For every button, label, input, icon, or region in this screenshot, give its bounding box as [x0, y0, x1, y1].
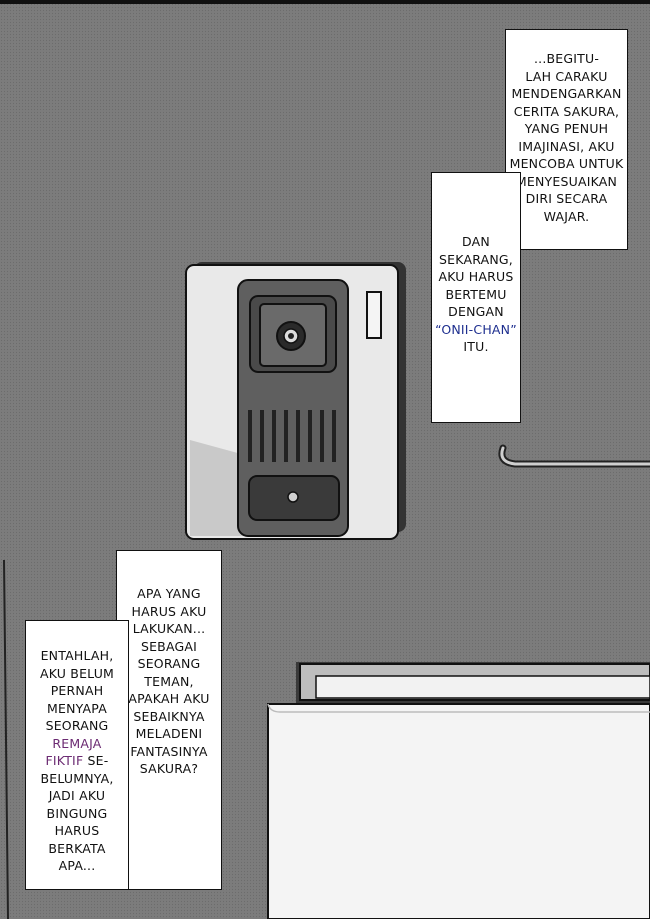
- caption-line: MENCOBA UNTUK: [509, 156, 624, 171]
- caption-line: APA...: [58, 858, 96, 873]
- caption-line: SEBAIKNYA: [133, 708, 205, 724]
- caption-line: MENDENGARKAN: [511, 86, 622, 101]
- caption-line: SAKURA?: [139, 761, 199, 776]
- caption-line: APAKAH AKU: [128, 691, 210, 706]
- intercom-device: [185, 262, 406, 540]
- caption-line: SEORANG: [137, 656, 201, 671]
- narration-box-top-right: ...BEGITU- LAH CARAKU MENDENGARKAN CERIT…: [505, 29, 628, 250]
- caption-line: SEKARANG,: [439, 251, 513, 267]
- caption-line: SE-: [87, 753, 109, 768]
- caption-line-mixed: FIKTIF SE-: [26, 752, 128, 770]
- caption-line: TEMAN,: [144, 673, 194, 689]
- caption-line: HARUS: [54, 823, 100, 838]
- caption-line: MENYESUAIKAN: [515, 173, 618, 189]
- mailbox: [267, 662, 650, 919]
- caption-line: ...BEGITU-: [533, 51, 600, 66]
- caption-highlight-name: “ONII-CHAN”: [435, 321, 517, 337]
- caption-line: DAN: [462, 234, 490, 249]
- caption-line: LAH CARAKU: [525, 68, 608, 84]
- caption-line: BERKATA: [48, 840, 106, 856]
- caption-line: SEORANG: [45, 718, 109, 733]
- caption-line: IMAJINASI, AKU: [518, 138, 615, 154]
- caption-line: DIRI SECARA: [525, 191, 608, 206]
- caption-line: MELADENI: [135, 726, 203, 741]
- caption-highlight-term: REMAJA: [52, 735, 102, 751]
- narration-box-bottom-left: ENTAHLAH, AKU BELUM PERNAH MENYAPA SEORA…: [25, 620, 129, 890]
- caption-line: FANTASINYA: [130, 743, 208, 759]
- caption-line: SEBAGAI: [140, 638, 198, 654]
- caption-line: WAJAR.: [543, 208, 590, 224]
- caption-line: BINGUNG: [46, 805, 108, 821]
- caption-line: BELUMNYA,: [40, 770, 114, 786]
- caption-line: YANG PENUH: [524, 121, 609, 136]
- caption-line: ENTAHLAH,: [40, 648, 114, 663]
- caption-line: DENGAN: [448, 304, 504, 319]
- narration-box-middle-right: DAN SEKARANG, AKU HARUS BERTEMU DENGAN “…: [431, 172, 521, 423]
- caption-line: HARUS AKU: [131, 603, 207, 619]
- caption-line: CERITA SAKURA,: [513, 103, 620, 119]
- caption-line: AKU HARUS: [438, 269, 514, 284]
- caption-line: LAKUKAN...: [132, 621, 206, 636]
- caption-line: MENYAPA: [47, 700, 107, 716]
- caption-line: PERNAH: [50, 683, 104, 698]
- caption-line: ITU.: [463, 339, 489, 354]
- caption-line: BERTEMU: [445, 286, 507, 302]
- caption-line: APA YANG: [137, 586, 201, 601]
- caption-highlight-term: FIKTIF: [45, 753, 84, 768]
- narration-box-bottom-center: APA YANG HARUS AKU LAKUKAN... SEBAGAI SE…: [116, 550, 222, 890]
- caption-line: AKU BELUM: [39, 665, 115, 681]
- caption-line: JADI AKU: [48, 788, 106, 803]
